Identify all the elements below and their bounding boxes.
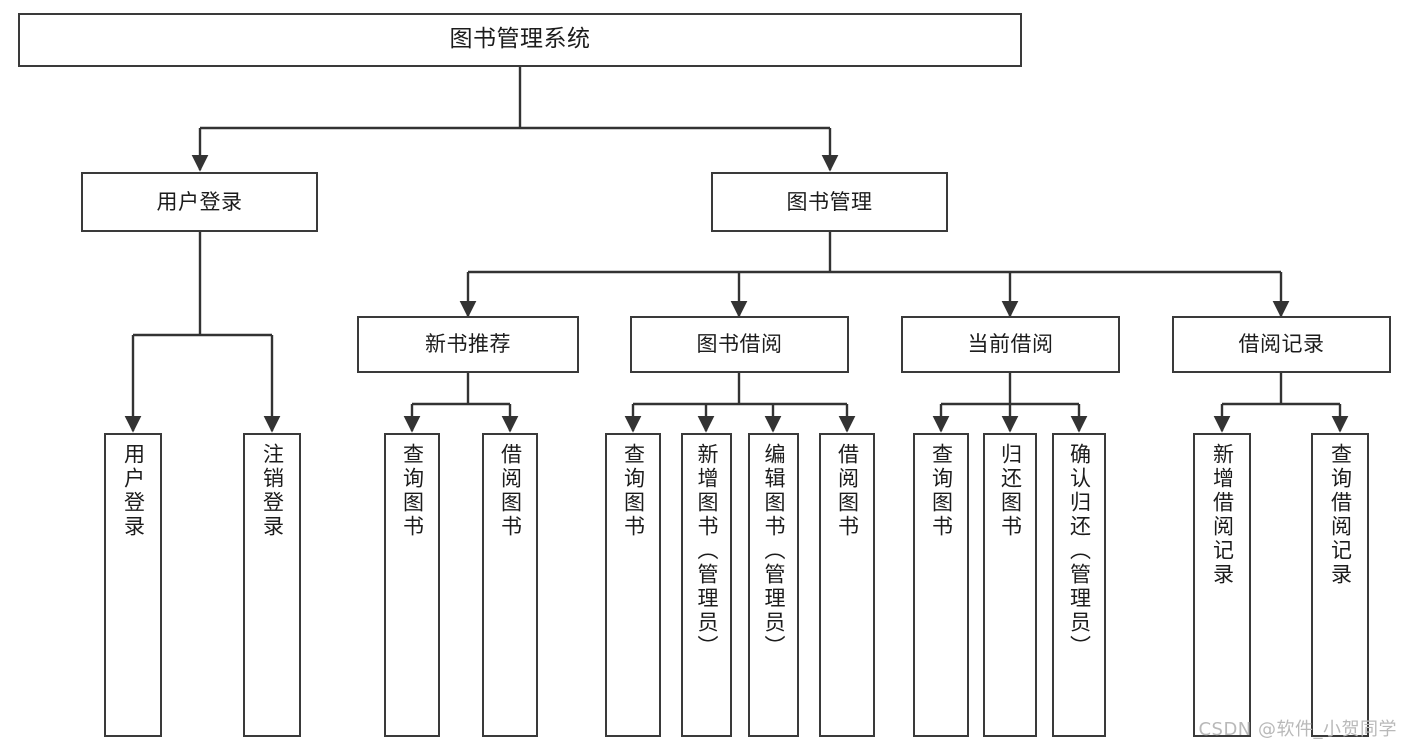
- node-leaf-user-login[interactable]: 用户登录: [104, 433, 162, 737]
- node-user-login[interactable]: 用户登录: [81, 172, 318, 232]
- node-leaf-borrow-add-book-admin-label: 新增图书（管理员）: [694, 443, 719, 659]
- node-leaf-current-query-book[interactable]: 查询图书: [913, 433, 969, 737]
- node-leaf-logout-label: 注销登录: [260, 443, 285, 539]
- node-leaf-borrow-edit-book-admin-label: 编辑图书（管理员）: [761, 443, 786, 659]
- node-book-manage[interactable]: 图书管理: [711, 172, 948, 232]
- node-new-book-recommend-label: 新书推荐: [425, 332, 511, 357]
- node-leaf-current-return-book[interactable]: 归还图书: [983, 433, 1037, 737]
- node-leaf-record-query-record[interactable]: 查询借阅记录: [1311, 433, 1369, 737]
- node-leaf-record-query-record-label: 查询借阅记录: [1328, 443, 1353, 587]
- node-book-borrow[interactable]: 图书借阅: [630, 316, 849, 373]
- node-leaf-logout[interactable]: 注销登录: [243, 433, 301, 737]
- node-current-borrow-label: 当前借阅: [967, 332, 1054, 357]
- node-root-book-management-system[interactable]: 图书管理系统: [18, 13, 1022, 67]
- node-leaf-current-confirm-return-admin[interactable]: 确认归还（管理员）: [1052, 433, 1106, 737]
- node-borrow-record[interactable]: 借阅记录: [1172, 316, 1391, 373]
- node-leaf-current-confirm-return-admin-label: 确认归还（管理员）: [1067, 443, 1092, 659]
- node-leaf-record-add-record-label: 新增借阅记录: [1210, 443, 1235, 587]
- node-book-manage-label: 图书管理: [786, 189, 873, 214]
- node-leaf-borrow-query-book[interactable]: 查询图书: [605, 433, 661, 737]
- node-leaf-record-add-record[interactable]: 新增借阅记录: [1193, 433, 1251, 737]
- node-leaf-current-query-book-label: 查询图书: [929, 443, 954, 539]
- node-leaf-recommend-borrow-book[interactable]: 借阅图书: [482, 433, 538, 737]
- node-leaf-current-return-book-label: 归还图书: [998, 443, 1023, 539]
- node-leaf-user-login-label: 用户登录: [121, 443, 146, 539]
- node-root-label: 图书管理系统: [449, 26, 591, 53]
- node-leaf-recommend-query-book-label: 查询图书: [400, 443, 425, 539]
- node-current-borrow[interactable]: 当前借阅: [901, 316, 1120, 373]
- node-leaf-borrow-edit-book-admin[interactable]: 编辑图书（管理员）: [748, 433, 799, 737]
- node-book-borrow-label: 图书借阅: [696, 332, 783, 357]
- node-leaf-recommend-query-book[interactable]: 查询图书: [384, 433, 440, 737]
- node-new-book-recommend[interactable]: 新书推荐: [357, 316, 579, 373]
- node-user-login-label: 用户登录: [156, 189, 243, 214]
- node-leaf-borrow-borrow-book-label: 借阅图书: [835, 443, 860, 539]
- node-leaf-borrow-add-book-admin[interactable]: 新增图书（管理员）: [681, 433, 732, 737]
- node-leaf-recommend-borrow-book-label: 借阅图书: [498, 443, 523, 539]
- node-leaf-borrow-query-book-label: 查询图书: [621, 443, 646, 539]
- node-borrow-record-label: 借阅记录: [1238, 332, 1325, 357]
- node-leaf-borrow-borrow-book[interactable]: 借阅图书: [819, 433, 875, 737]
